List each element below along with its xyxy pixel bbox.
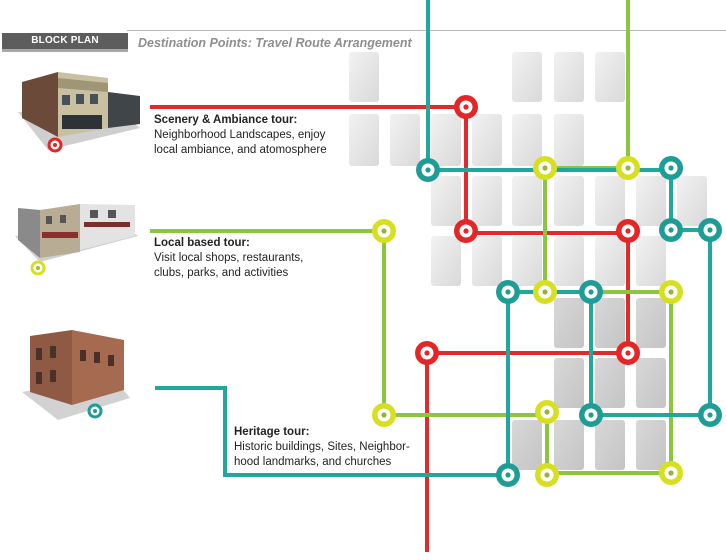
- route-node: [535, 463, 559, 487]
- tour-line: Neighborhood Landscapes, enjoy: [154, 129, 326, 141]
- city-block: [349, 114, 379, 166]
- route-node: [579, 280, 603, 304]
- route-node: [454, 219, 478, 243]
- city-block: [431, 114, 461, 166]
- tour-line: clubs, parks, and activities: [154, 267, 289, 279]
- route-node: [533, 280, 557, 304]
- city-block: [472, 236, 502, 286]
- tour-local: Local based tour: Visit local shops, res…: [154, 236, 303, 281]
- route-node: [659, 156, 683, 180]
- route-node: [659, 280, 683, 304]
- route-node: [616, 156, 640, 180]
- route-nodes: [372, 95, 722, 487]
- route-node: [416, 158, 440, 182]
- route-node: [698, 218, 722, 242]
- diagram-subtitle: Destination Points: Travel Route Arrange…: [138, 36, 412, 50]
- route-node: [496, 280, 520, 304]
- route-node: [535, 400, 559, 424]
- block-plan-tag: BLOCK PLAN: [2, 33, 128, 49]
- city-block: [512, 114, 542, 166]
- city-block: [595, 420, 625, 470]
- route-node: [496, 463, 520, 487]
- city-block: [636, 358, 666, 408]
- route-node: [659, 461, 683, 485]
- tour-line: local ambiance, and atomosphere: [154, 144, 327, 156]
- city-block: [554, 298, 584, 348]
- city-block: [554, 420, 584, 470]
- city-block: [636, 236, 666, 286]
- city-block: [472, 114, 502, 166]
- route-node: [579, 403, 603, 427]
- route-node: [372, 219, 396, 243]
- city-block: [554, 358, 584, 408]
- tour-title: Heritage tour:: [234, 426, 310, 438]
- city-block: [595, 358, 625, 408]
- city-block: [512, 52, 542, 102]
- tour-scenery: Scenery & Ambiance tour: Neighborhood La…: [154, 113, 327, 158]
- city-block: [595, 236, 625, 286]
- city-block: [636, 176, 666, 226]
- building-victorian-icon: [18, 72, 140, 153]
- route-node: [415, 341, 439, 365]
- route-node: [372, 403, 396, 427]
- tour-heritage: Heritage tour: Historic buildings, Sites…: [234, 425, 410, 470]
- city-block: [390, 114, 420, 166]
- route-node: [698, 403, 722, 427]
- route-node: [533, 156, 557, 180]
- tour-line: hood landmarks, and churches: [234, 456, 392, 468]
- building-storefronts-icon: [15, 204, 138, 276]
- tour-title: Local based tour:: [154, 237, 250, 249]
- tour-line: Visit local shops, restaurants,: [154, 252, 304, 264]
- city-block: [554, 236, 584, 286]
- city-block: [554, 176, 584, 226]
- building-brick-heritage-icon: [22, 330, 130, 420]
- city-block: [512, 420, 542, 470]
- city-block: [349, 52, 379, 102]
- city-block: [636, 420, 666, 470]
- city-block: [431, 176, 461, 226]
- tour-title: Scenery & Ambiance tour:: [154, 114, 298, 126]
- route-node: [454, 95, 478, 119]
- city-block: [431, 236, 461, 286]
- city-block: [472, 176, 502, 226]
- tour-line: Historic buildings, Sites, Neighbor-: [234, 441, 410, 453]
- city-block: [554, 52, 584, 102]
- city-block: [512, 176, 542, 226]
- city-block: [512, 236, 542, 286]
- tag-shadow: [2, 49, 128, 52]
- city-block: [595, 52, 625, 102]
- city-block: [554, 114, 584, 166]
- city-block: [636, 298, 666, 348]
- city-block: [595, 176, 625, 226]
- route-node: [616, 219, 640, 243]
- route-node: [616, 341, 640, 365]
- city-blocks: [349, 52, 707, 470]
- route-node: [659, 218, 683, 242]
- city-block: [677, 176, 707, 226]
- city-block: [595, 298, 625, 348]
